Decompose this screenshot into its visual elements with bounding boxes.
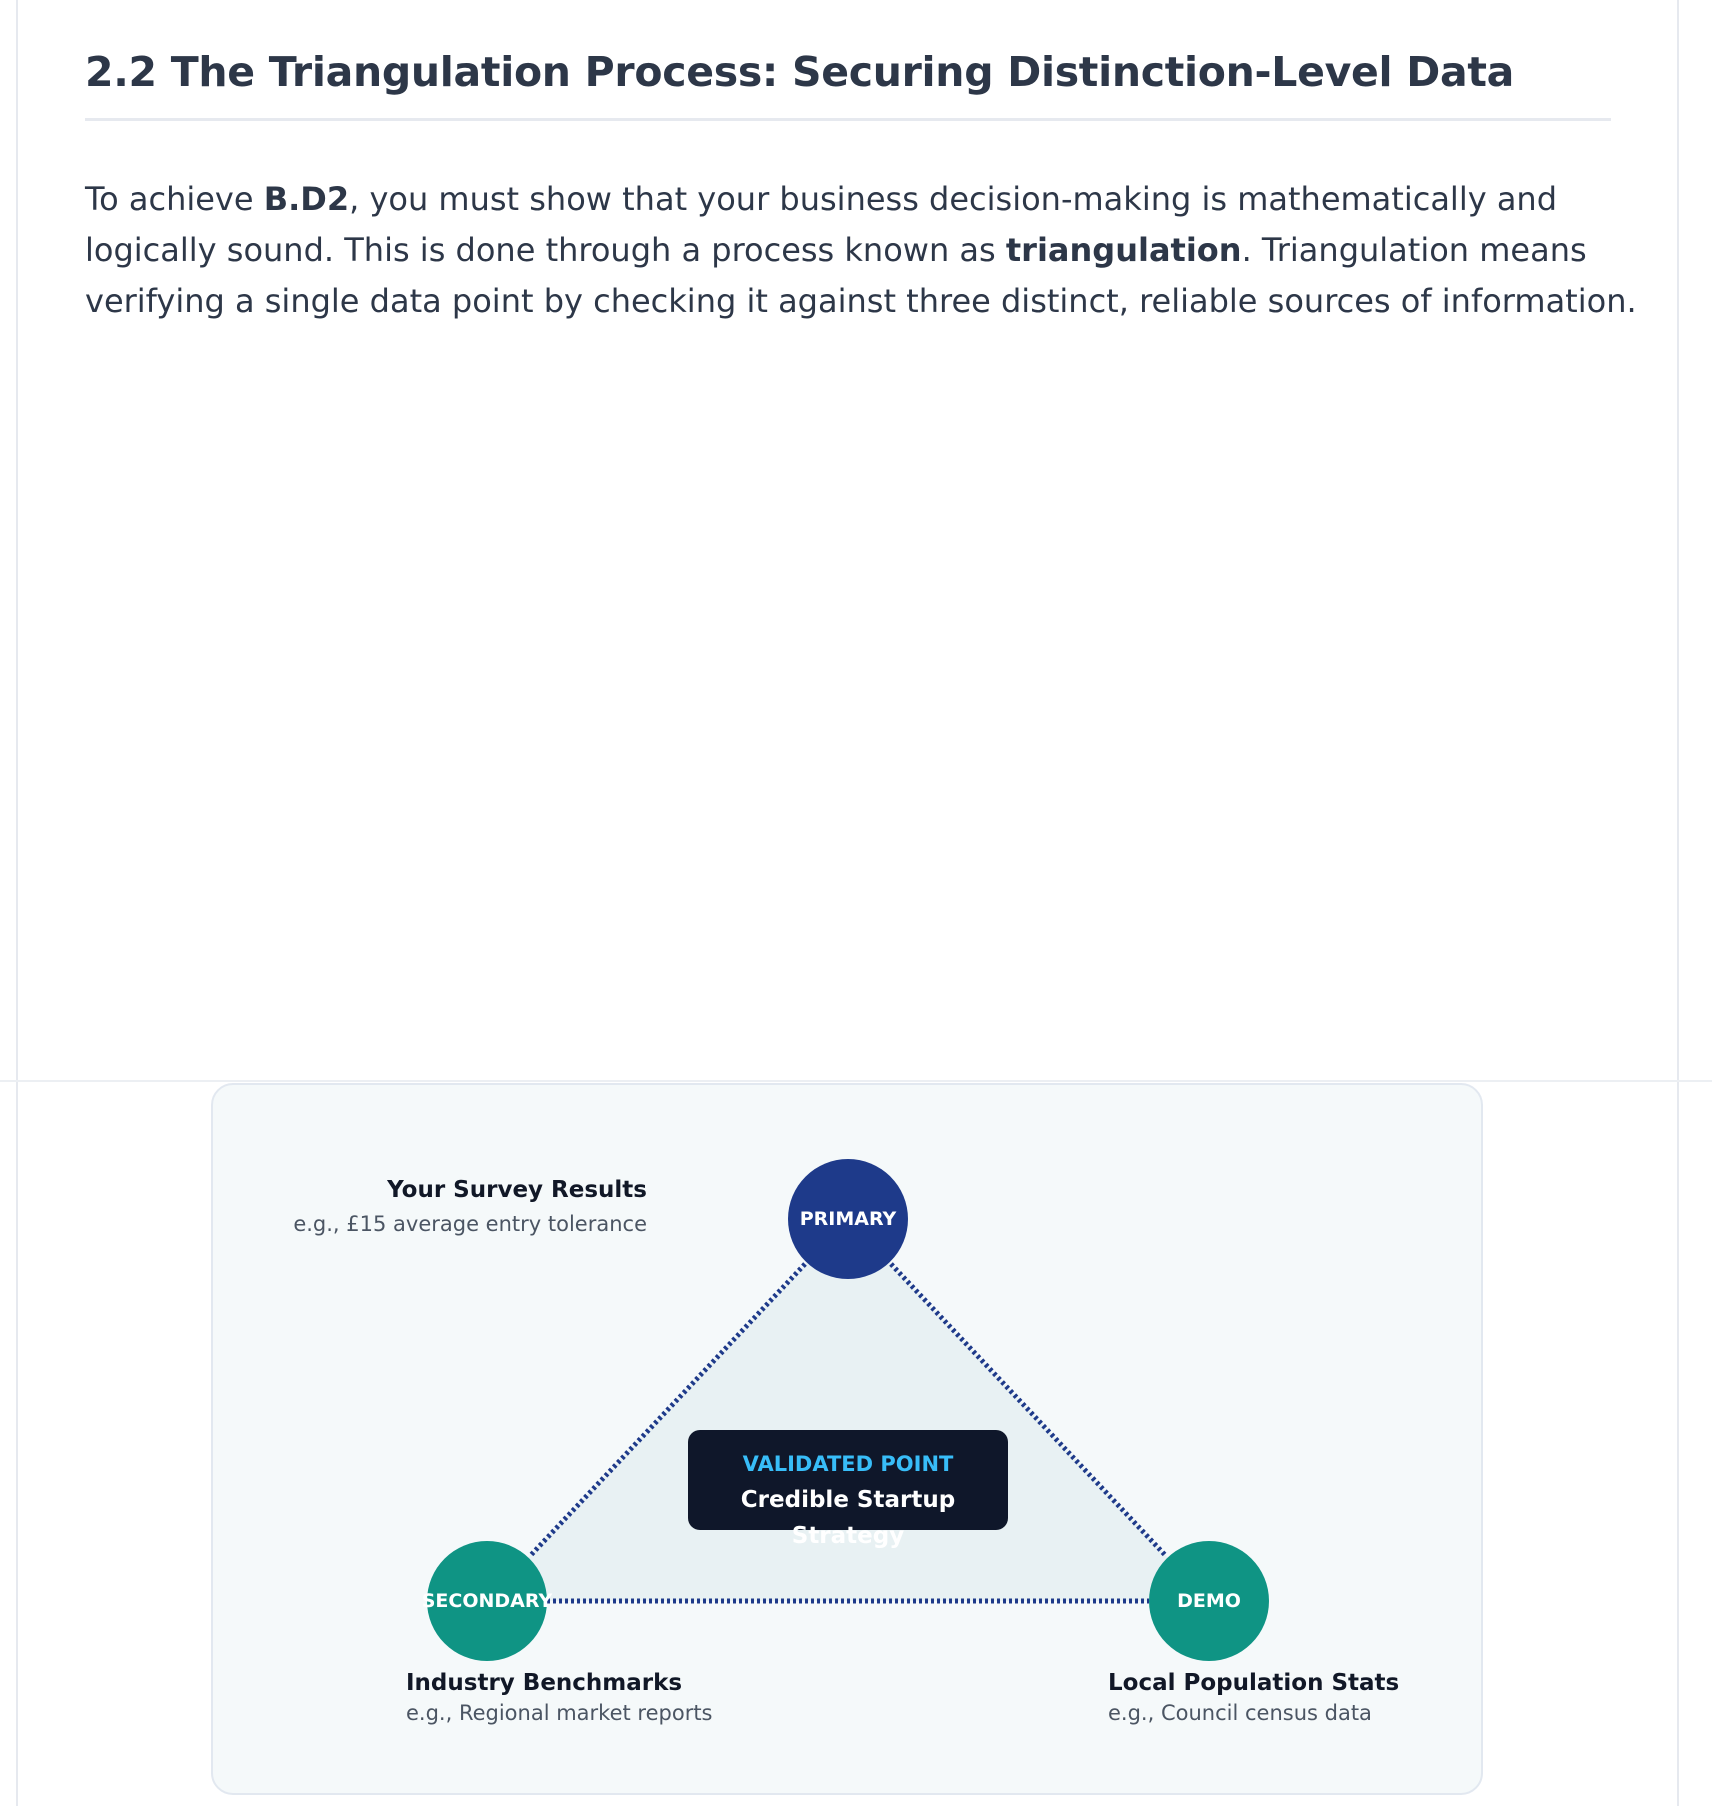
frame-divider: [0, 1080, 1712, 1082]
demo-caption-title: Local Population Stats: [1108, 1670, 1400, 1696]
primary-caption: Your Survey Results e.g., £15 average en…: [293, 1175, 647, 1239]
paragraph-text-2: , you must show that your business decis…: [85, 180, 1558, 269]
demo-node-label: DEMO: [1177, 1590, 1241, 1612]
validated-point-box: VALIDATED POINT Credible Startup Strateg…: [688, 1430, 1008, 1549]
demo-caption-example: e.g., Council census data: [1108, 1701, 1372, 1725]
secondary-node: SECONDARY: [422, 1541, 552, 1661]
primary-node: PRIMARY: [788, 1159, 908, 1279]
validated-point-title: Credible Startup Strategy: [740, 1487, 956, 1549]
primary-caption-example: e.g., £15 average entry tolerance: [293, 1212, 647, 1236]
validated-point-kicker: VALIDATED POINT: [742, 1452, 954, 1476]
secondary-caption-title: Industry Benchmarks: [406, 1670, 683, 1696]
demo-caption: Local Population Stats e.g., Council cen…: [1108, 1668, 1399, 1728]
paragraph-text-3: . Triangulation means verifying a single…: [85, 231, 1637, 320]
paragraph-text-1: To achieve: [85, 180, 264, 218]
secondary-node-label: SECONDARY: [421, 1590, 553, 1612]
frame-left-border: [16, 0, 18, 1806]
secondary-caption: Industry Benchmarks e.g., Regional marke…: [406, 1668, 713, 1728]
heading-divider: [85, 118, 1611, 121]
demo-node: DEMO: [1149, 1541, 1269, 1661]
paragraph-bold-triangulation: triangulation: [1005, 231, 1242, 269]
paragraph-bold-bd2: B.D2: [263, 180, 350, 218]
frame-right-border: [1677, 0, 1679, 1806]
secondary-caption-example: e.g., Regional market reports: [406, 1701, 713, 1725]
section-heading: 2.2 The Triangulation Process: Securing …: [85, 48, 1515, 96]
primary-caption-title: Your Survey Results: [387, 1177, 647, 1203]
intro-paragraph: To achieve B.D2, you must show that your…: [85, 174, 1645, 327]
primary-node-label: PRIMARY: [799, 1208, 897, 1230]
